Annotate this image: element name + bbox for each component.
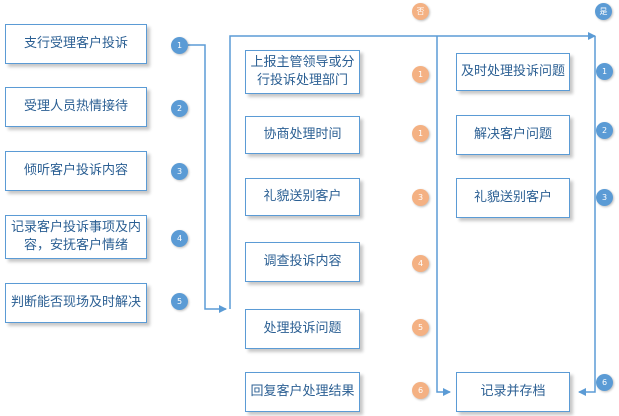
left-step-4-text: 记录客户投诉事项及内容，安抚客户情绪 — [10, 220, 141, 253]
no-step-6-text: 回复客户处理结果 — [250, 384, 355, 399]
no-step-1-box: 上报主管领导或分行投诉处理部门 — [245, 50, 360, 94]
no-step-4-badge: 4 — [412, 255, 429, 272]
left-step-5-box: 判断能否现场及时解决 — [5, 283, 147, 323]
no-step-2-text: 协商处理时间 — [263, 127, 342, 142]
no-step-5-text: 处理投诉问题 — [263, 321, 342, 336]
branch-yes-label: 是 — [595, 3, 612, 20]
connector-left-to-junction — [188, 44, 227, 313]
no-step-2-badge: 1 — [412, 125, 429, 142]
no-step-4-box: 调查投诉内容 — [245, 242, 360, 282]
left-step-3-badge: 3 — [171, 163, 188, 180]
yes-step-1-text: 及时处理投诉问题 — [461, 64, 566, 79]
yes-step-4-badge: 6 — [596, 374, 613, 391]
yes-step-4-text: 记录并存档 — [480, 384, 546, 399]
left-step-2-badge: 2 — [171, 100, 188, 117]
no-step-1-badge: 1 — [412, 66, 429, 83]
yes-step-4-box: 记录并存档 — [456, 372, 570, 412]
no-step-6-badge: 6 — [412, 382, 429, 399]
yes-step-3-badge: 3 — [596, 189, 613, 206]
left-step-5-badge: 5 — [171, 293, 188, 310]
yes-step-1-badge: 1 — [596, 63, 613, 80]
yes-step-2-text: 解决客户问题 — [473, 127, 552, 142]
left-step-1-box: 支行受理客户投诉 — [5, 24, 147, 64]
connector-yes-branch-down — [578, 36, 596, 396]
yes-step-2-box: 解决客户问题 — [456, 115, 570, 155]
left-step-4-badge: 4 — [171, 230, 188, 247]
left-step-2-text: 受理人员热情接待 — [23, 99, 128, 114]
no-step-5-badge: 5 — [412, 319, 429, 336]
left-step-3-box: 倾听客户投诉内容 — [5, 151, 147, 191]
left-step-5-text: 判断能否现场及时解决 — [10, 295, 141, 310]
no-step-1-text: 上报主管领导或分行投诉处理部门 — [250, 55, 355, 88]
no-step-3-text: 礼貌送别客户 — [263, 189, 342, 204]
yes-step-3-box: 礼貌送别客户 — [456, 178, 570, 218]
no-step-5-box: 处理投诉问题 — [245, 309, 360, 349]
no-step-4-text: 调查投诉内容 — [263, 254, 342, 269]
left-step-1-text: 支行受理客户投诉 — [23, 36, 128, 51]
left-step-3-text: 倾听客户投诉内容 — [23, 163, 128, 178]
left-step-4-box: 记录客户投诉事项及内容，安抚客户情绪 — [5, 215, 147, 259]
yes-step-3-text: 礼貌送别客户 — [473, 190, 552, 205]
yes-step-2-badge: 2 — [596, 122, 613, 139]
no-step-6-box: 回复客户处理结果 — [245, 372, 360, 412]
left-step-1-badge: 1 — [171, 37, 188, 54]
connector-junction-to-top — [229, 32, 596, 309]
left-step-2-box: 受理人员热情接待 — [5, 87, 147, 127]
no-step-2-box: 协商处理时间 — [245, 116, 360, 154]
branch-no-label: 否 — [412, 3, 429, 20]
yes-step-1-box: 及时处理投诉问题 — [456, 53, 570, 91]
connector-no-branch-down — [436, 36, 451, 396]
no-step-3-badge: 3 — [412, 189, 429, 206]
no-step-3-box: 礼貌送别客户 — [245, 178, 360, 216]
